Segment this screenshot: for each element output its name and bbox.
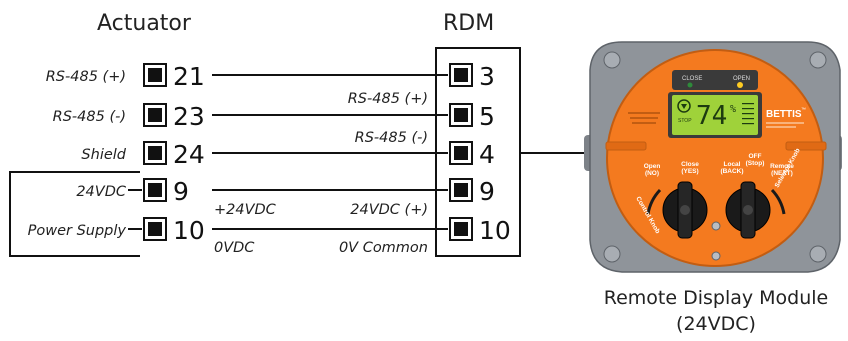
bolt-icon xyxy=(809,51,827,69)
rdm-terminal-3: 3 xyxy=(449,62,495,91)
wire-label-rs485-minus: RS-485 (-) xyxy=(355,130,428,146)
brand-logo: BETTIS xyxy=(766,109,802,120)
control-knob[interactable] xyxy=(662,181,708,239)
stop-icon xyxy=(677,99,691,113)
control-arc-icon xyxy=(646,188,662,215)
rdm-terminal-number: 5 xyxy=(479,102,495,131)
actuator-terminal-number: 21 xyxy=(173,62,205,91)
open-led-label: OPEN xyxy=(733,76,750,82)
rdm-terminal-number: 10 xyxy=(479,216,511,245)
rdm-terminal-9: 9 xyxy=(449,177,495,206)
actuator-header: Actuator xyxy=(97,11,192,36)
power-supply-box xyxy=(9,171,140,257)
lcd-screen xyxy=(672,95,758,135)
off-button-label: OFF xyxy=(749,153,762,160)
actuator-terminal-23: 23 xyxy=(143,102,205,131)
lcd-unit: % xyxy=(730,104,736,115)
actuator-terminal-21: 21 xyxy=(143,62,205,91)
lcd-segment xyxy=(742,103,754,105)
local-button-label: Local xyxy=(724,161,741,168)
actuator-terminal-9: 9 xyxy=(143,177,189,206)
caption-line-2: (24VDC) xyxy=(676,313,756,335)
actuator-terminal-10: 10 xyxy=(143,216,205,245)
rdm-terminal-10: 10 xyxy=(449,216,511,245)
open-button-label: Open xyxy=(644,163,661,170)
label-power-supply: Power Supply xyxy=(28,223,127,239)
remote-display-module-device: CLOSE OPEN STOP 74 % BETTIS ™ Open (NO) … xyxy=(584,41,842,273)
brand-tagline-icon xyxy=(766,122,804,124)
fine-print-icon xyxy=(632,122,656,124)
label-rs485-minus: RS-485 (-) xyxy=(53,109,126,125)
rdm-terminal-number: 3 xyxy=(479,62,495,91)
actuator-terminal-number: 24 xyxy=(173,140,205,169)
brand-tagline-icon xyxy=(766,126,796,128)
close-led-icon xyxy=(687,82,693,88)
lcd-value: 74 xyxy=(696,101,727,131)
selector-knob-center-icon xyxy=(743,205,753,215)
selector-arc-icon xyxy=(770,188,786,215)
remote-button-sub: (NEXT) xyxy=(771,170,793,177)
fine-print-icon xyxy=(630,117,658,119)
bolt-icon xyxy=(603,51,621,69)
rdm-terminal-number: 9 xyxy=(479,177,495,206)
led-strip xyxy=(672,70,758,90)
bolt-icon xyxy=(603,245,621,263)
rdm-terminal-4: 4 xyxy=(449,140,495,169)
rdm-terminal-number: 4 xyxy=(479,140,495,169)
lcd-segment xyxy=(742,113,754,115)
lcd-segment xyxy=(742,108,754,110)
lcd-segment xyxy=(742,118,754,120)
local-button-sub: (BACK) xyxy=(720,168,743,175)
lcd-stop-text: STOP xyxy=(678,118,692,124)
label-rs485-plus: RS-485 (+) xyxy=(46,69,126,85)
insert-left xyxy=(605,141,647,151)
screw-icon xyxy=(711,221,721,231)
insert-right xyxy=(785,141,827,151)
open-led-icon xyxy=(737,82,743,88)
wire-label-24vdc-plus: 24VDC (+) xyxy=(350,202,428,218)
actuator-terminal-24: 24 xyxy=(143,140,205,169)
control-knob-center-icon xyxy=(680,205,690,215)
rdm-terminal-5: 5 xyxy=(449,102,495,131)
wire-label-0v-common: 0V Common xyxy=(339,240,428,256)
bolt-icon xyxy=(809,245,827,263)
label-shield: Shield xyxy=(81,147,126,163)
rdm-header: RDM xyxy=(443,11,494,36)
actuator-terminal-number: 23 xyxy=(173,102,205,131)
caption-line-1: Remote Display Module xyxy=(604,287,829,309)
off-button-sub: (Stop) xyxy=(746,160,765,167)
remote-button-label: Remote xyxy=(770,163,794,170)
brand-tm: ™ xyxy=(801,107,806,113)
actuator-terminal-number: 10 xyxy=(173,216,205,245)
close-button-sub: (YES) xyxy=(681,168,698,175)
stop-arrow-icon xyxy=(681,104,687,109)
actuator-terminal-number: 9 xyxy=(173,177,189,206)
screw-icon xyxy=(711,251,721,261)
open-button-sub: (NO) xyxy=(645,170,659,177)
lcd-segment xyxy=(742,123,754,125)
wire-label-rs485-plus: RS-485 (+) xyxy=(348,91,428,107)
selector-knob[interactable] xyxy=(725,181,771,239)
wire-label-plus24vdc: +24VDC xyxy=(214,202,277,218)
label-24vdc: 24VDC xyxy=(76,184,127,200)
wire-label-0vdc: 0VDC xyxy=(214,240,255,256)
fine-print-icon xyxy=(628,112,660,114)
close-led-label: CLOSE xyxy=(682,76,702,82)
close-button-label: Close xyxy=(681,161,699,168)
